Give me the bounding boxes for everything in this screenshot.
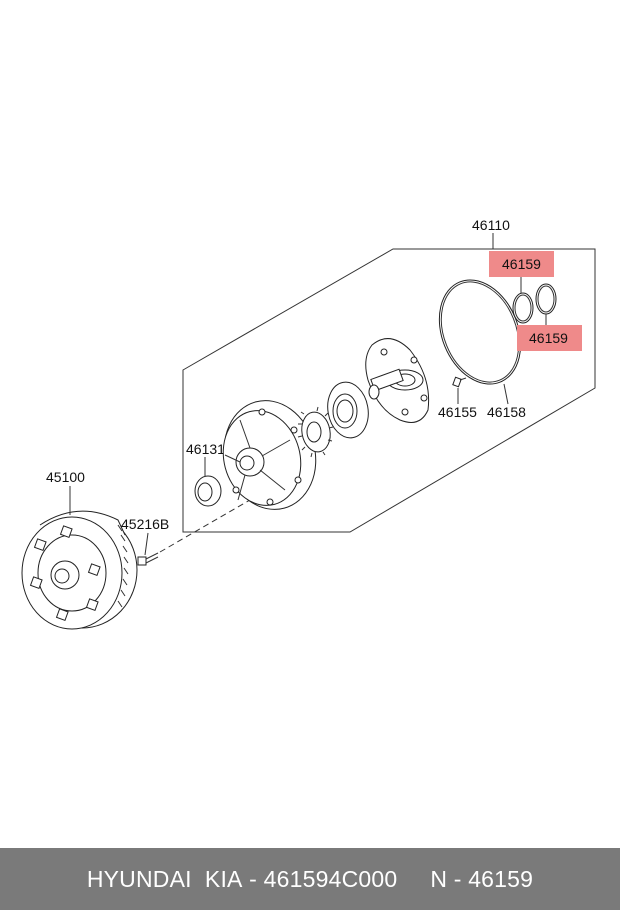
torque-converter-45100 bbox=[21, 510, 138, 630]
bolt-45216B bbox=[137, 552, 159, 566]
pump-housing bbox=[222, 400, 317, 510]
footer-gap bbox=[397, 866, 430, 893]
label-45216B: 45216B bbox=[121, 516, 169, 532]
label-45100: 45100 bbox=[46, 469, 85, 485]
pump-outer-gear bbox=[297, 406, 334, 458]
highlight-box-bottom bbox=[517, 325, 582, 351]
part-info-footer: HYUNDAI KIA - 461594C000 N - 46159 bbox=[0, 848, 620, 910]
footer-brand: HYUNDAI KIA bbox=[86, 865, 243, 892]
exploded-parts-diagram: 45100 45216B 46131 bbox=[21, 217, 596, 630]
footer-n-label: N bbox=[430, 865, 448, 892]
footer-part-number: 461594C000 bbox=[263, 865, 398, 892]
oil-seal-46131 bbox=[194, 475, 222, 507]
seal-rings-46159 bbox=[512, 283, 557, 324]
highlight-box-top bbox=[489, 251, 554, 277]
label-46159-bottom: 46159 bbox=[529, 330, 568, 346]
pin-46155 bbox=[452, 376, 467, 388]
assembly-outline bbox=[182, 248, 596, 533]
footer-n-value: 46159 bbox=[468, 865, 534, 892]
label-46155: 46155 bbox=[438, 404, 477, 420]
footer-separator-1: - bbox=[242, 865, 264, 892]
label-46110: 46110 bbox=[472, 217, 510, 233]
label-46158: 46158 bbox=[487, 404, 526, 420]
footer-separator-2: - bbox=[447, 865, 469, 892]
label-46159-top: 46159 bbox=[502, 256, 541, 272]
label-46131: 46131 bbox=[186, 441, 225, 457]
pump-body bbox=[365, 338, 430, 423]
pump-inner-gear bbox=[327, 381, 369, 439]
